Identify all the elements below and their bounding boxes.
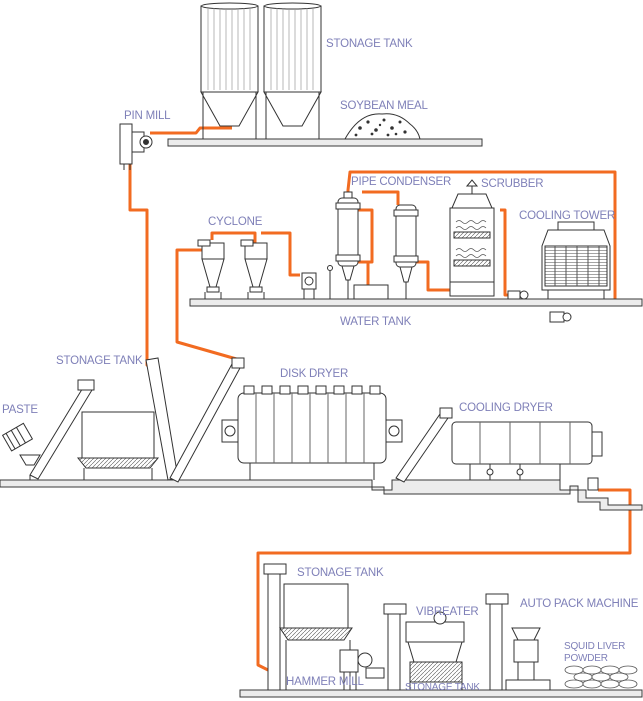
storage-tank-low [279, 583, 353, 690]
bucket-elevator-3 [489, 599, 503, 691]
pipe-pinmill-to-silo [150, 126, 232, 135]
cyclones [197, 239, 268, 299]
bucket-elevator-1 [267, 567, 281, 691]
label-cyclone: CYCLONE [208, 216, 263, 228]
floor-third [0, 479, 643, 511]
pin-mill [119, 123, 153, 170]
label-soybean-meal: SOYBEAN MEAL [340, 100, 428, 112]
cooling-dryer [395, 407, 603, 491]
water-pump-below [549, 311, 572, 323]
pipe-cyclones [210, 231, 257, 243]
pipe-cyclone-to-condenser [261, 231, 300, 277]
label-paste: PASTE [2, 404, 38, 416]
pipe-cooling-to-mill [256, 488, 632, 672]
pipe-condensers [301, 191, 419, 300]
silo-right [263, 2, 322, 139]
pipe-condenser-mid [362, 190, 400, 205]
label-hammer-mill: HAMMER MILL [286, 676, 364, 688]
label-pipe-condenser: PIPE CONDENSER [351, 176, 452, 188]
paste-section [1, 357, 245, 483]
powder-bags [564, 665, 638, 689]
scrubber [449, 179, 495, 297]
floors [0, 138, 643, 698]
soybean-meal-pile [344, 113, 421, 140]
auto-pack-machine [505, 627, 551, 691]
label-stonage-tank-low: STONAGE TANK [297, 567, 384, 579]
pipe-scrubber-feed [414, 260, 455, 292]
label-scrubber: SCRUBBER [481, 178, 544, 190]
cyclone-1 [197, 239, 225, 299]
paste-box [1, 422, 34, 452]
paste-hopper [19, 454, 41, 466]
silo-left [200, 2, 259, 139]
condenser-2 [393, 204, 419, 299]
label-pin-mill: PIN MILL [124, 110, 171, 122]
silos [200, 2, 421, 140]
floor-bottom [239, 689, 643, 698]
vibreater [405, 611, 465, 690]
storage-tank-mid [76, 411, 160, 480]
conveyor-4 [395, 413, 449, 483]
label-stonage-tank-mid: STONAGE TANK [56, 355, 143, 367]
label-squid-liver: SQUID LIVER [564, 641, 626, 652]
label-stonage-tank-bottom: STONAGE TANK [405, 682, 480, 693]
cyclone-2 [240, 239, 268, 299]
label-water-tank: WATER TANK [340, 316, 412, 328]
pipe-pinmill-down [128, 160, 154, 372]
label-vibreater: VIBREATER [416, 606, 479, 618]
cooling-tower [507, 221, 611, 323]
pump-small [301, 272, 317, 299]
label-cooling-tower: COOLING TOWER [519, 210, 616, 222]
pipe-cyclone-feed [175, 248, 241, 362]
floor-second [189, 298, 643, 307]
hammer-mill [339, 649, 385, 690]
disk-dryer [221, 385, 403, 480]
label-cooling-dryer: COOLING DRYER [459, 402, 553, 414]
label-auto-pack-machine: AUTO PACK MACHINE [520, 598, 639, 610]
pipe-condenser-cross [355, 208, 374, 264]
pipe-scrubber-to-tower [500, 208, 520, 297]
water-tank-box [353, 284, 389, 300]
label-powder: POWDER [564, 653, 608, 664]
bucket-elevator-2 [387, 609, 401, 691]
tower-pump [507, 290, 529, 300]
floor-top [167, 138, 483, 147]
bottom-line [263, 563, 638, 691]
label-disk-dryer: DISK DRYER [280, 368, 349, 380]
label-stonage-tank-top: STONAGE TANK [326, 38, 413, 50]
condenser-1 [335, 191, 361, 299]
